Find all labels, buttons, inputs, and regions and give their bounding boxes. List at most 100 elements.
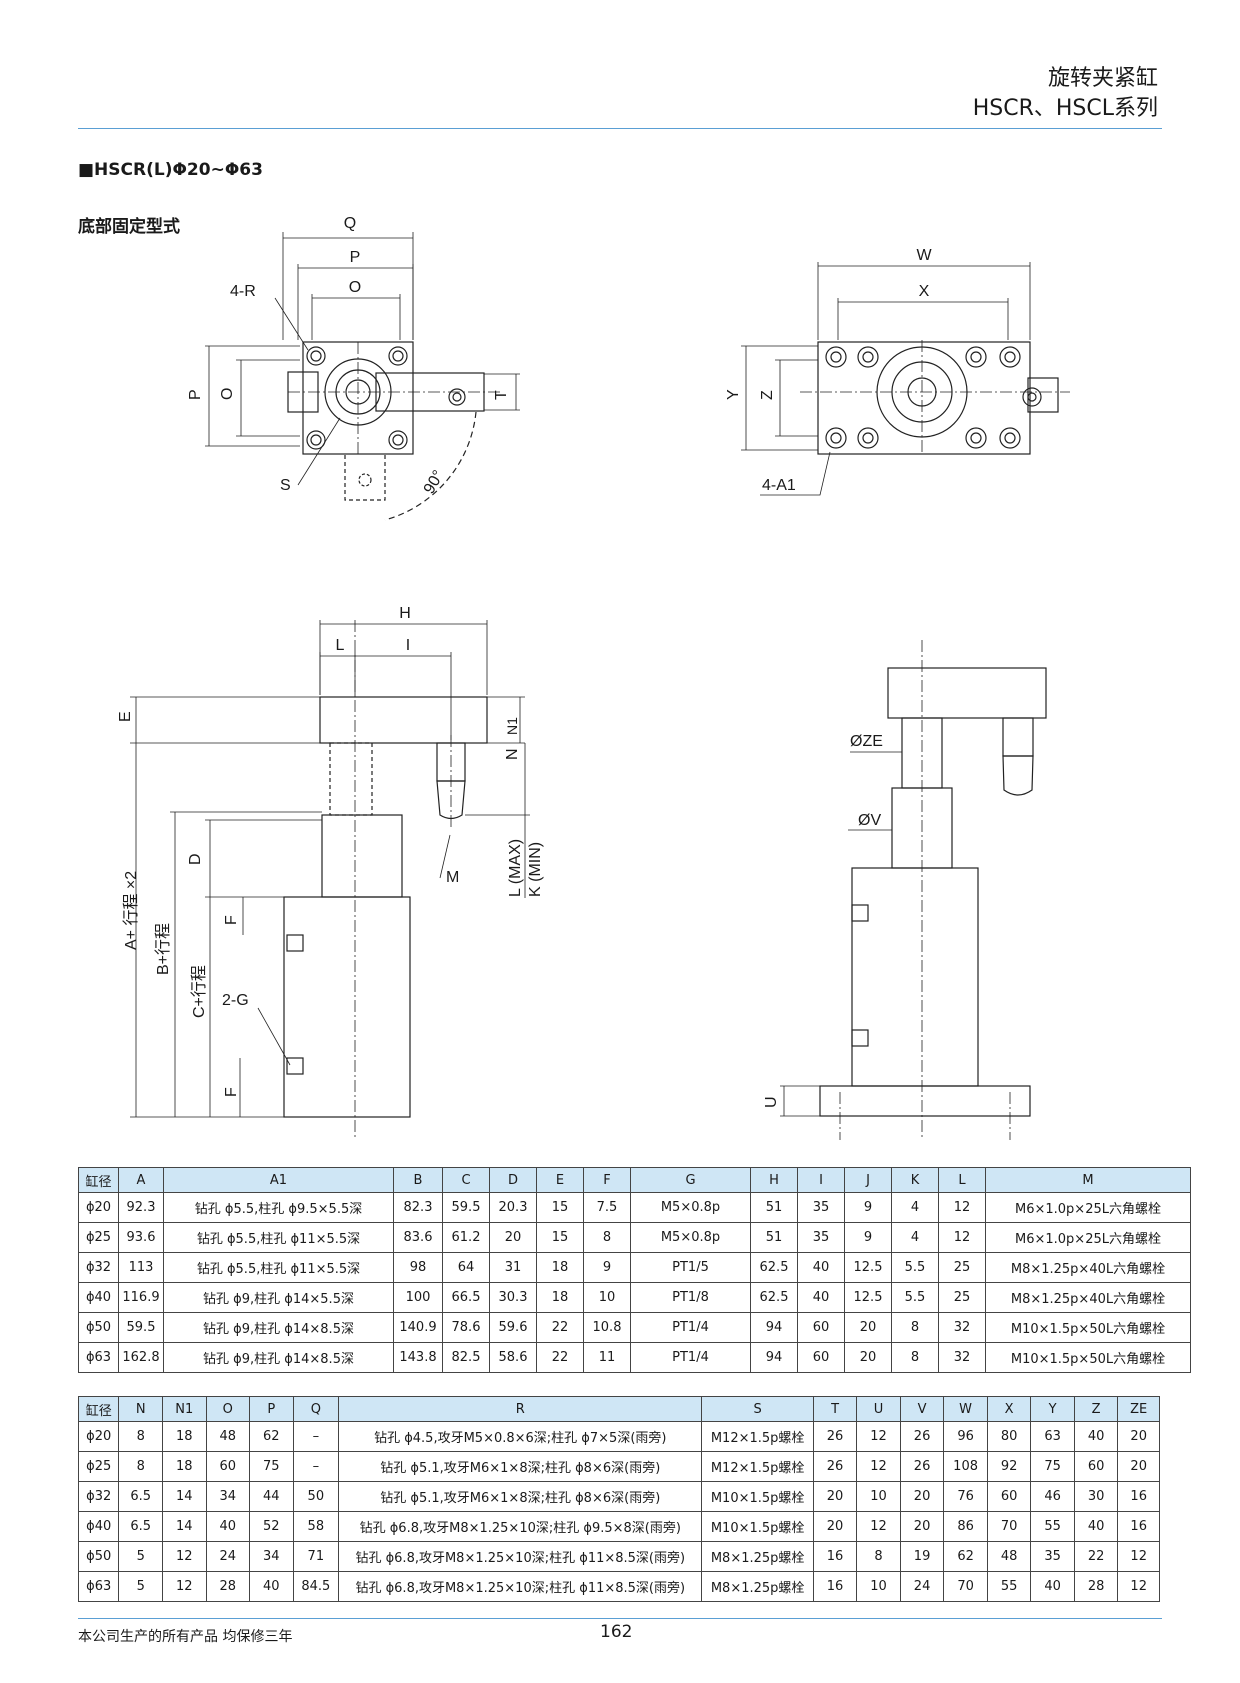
label-k-min: K (MIN) xyxy=(527,842,544,897)
table-cell: 7.5 xyxy=(583,1192,631,1223)
elevation-view-left xyxy=(130,620,530,1140)
plan-view-left xyxy=(205,232,520,521)
column-header: I xyxy=(797,1167,845,1193)
table-cell: 35 xyxy=(797,1192,845,1223)
table-cell: – xyxy=(292,1451,340,1482)
table-cell: 24 xyxy=(205,1541,251,1572)
label-a-stroke: A+ 行程 ×2 xyxy=(122,871,140,950)
table-cell: 58.6 xyxy=(489,1342,537,1373)
table-cell: 71 xyxy=(292,1541,340,1572)
column-header: A xyxy=(118,1167,164,1193)
table-cell: 140.9 xyxy=(393,1312,443,1343)
table-cell: 32 xyxy=(938,1312,986,1343)
table-cell: 6.5 xyxy=(118,1511,163,1542)
table-cell: 50 xyxy=(292,1481,340,1512)
table-cell: 20 xyxy=(844,1342,892,1373)
table-cell: ϕ50 xyxy=(78,1312,119,1343)
table-cell: ϕ63 xyxy=(78,1342,119,1373)
column-header: A1 xyxy=(163,1167,394,1193)
label-f-top: F xyxy=(223,915,240,925)
table-cell: 30 xyxy=(1073,1481,1119,1512)
table-cell: M8×1.25p×40L六角螺栓 xyxy=(985,1282,1191,1313)
table-cell: 86 xyxy=(943,1511,988,1542)
label-2g: 2-G xyxy=(222,992,249,1009)
table-cell: 12 xyxy=(856,1451,901,1482)
label-l: L xyxy=(336,637,345,654)
table-cell: 113 xyxy=(118,1252,164,1283)
table-cell: 62 xyxy=(943,1541,988,1572)
table-cell: 5 xyxy=(118,1571,163,1602)
table-cell: 18 xyxy=(162,1421,207,1452)
table-cell: 34 xyxy=(205,1481,251,1512)
table-cell: 60 xyxy=(1073,1451,1119,1482)
table-cell: 钻孔 ϕ5.5,柱孔 ϕ11×5.5深 xyxy=(163,1252,394,1283)
table-cell: 40 xyxy=(249,1571,294,1602)
table-cell: 22 xyxy=(1073,1541,1119,1572)
table-cell: 35 xyxy=(1030,1541,1075,1572)
table-cell: 84.5 xyxy=(292,1571,340,1602)
table-cell: 35 xyxy=(797,1222,845,1253)
table-cell: 62.5 xyxy=(750,1252,798,1283)
table-cell: 40 xyxy=(797,1282,845,1313)
label-e: E xyxy=(117,711,134,722)
table-cell: M8×1.25p×40L六角螺栓 xyxy=(985,1252,1191,1283)
table-cell: 18 xyxy=(536,1282,584,1313)
table-cell: 52 xyxy=(249,1511,294,1542)
column-header: Y xyxy=(1030,1396,1075,1422)
header-divider xyxy=(78,128,1162,129)
table-cell: M8×1.25p螺栓 xyxy=(701,1541,814,1572)
label-t: T xyxy=(493,390,510,400)
table-cell: 70 xyxy=(986,1511,1032,1542)
table-cell: 61.2 xyxy=(442,1222,490,1253)
table-cell: 66.5 xyxy=(442,1282,490,1313)
table-cell: 58 xyxy=(292,1511,340,1542)
table-cell: 18 xyxy=(162,1451,207,1482)
label-n1: N1 xyxy=(504,717,520,735)
table-cell: 15 xyxy=(536,1222,584,1253)
column-header: G xyxy=(630,1167,751,1193)
table-cell: 8 xyxy=(118,1451,163,1482)
table-cell: 12 xyxy=(856,1511,901,1542)
table-cell: 12 xyxy=(162,1541,207,1572)
table-cell: 10.8 xyxy=(583,1312,631,1343)
table-cell: 28 xyxy=(1073,1571,1119,1602)
table-cell: 25 xyxy=(938,1282,986,1313)
table-cell: 51 xyxy=(750,1222,798,1253)
table-cell: 64 xyxy=(442,1252,490,1283)
table-cell: M12×1.5p螺栓 xyxy=(701,1451,814,1482)
table-cell: 116.9 xyxy=(118,1282,164,1313)
column-header: N1 xyxy=(162,1396,207,1422)
table-cell: ϕ50 xyxy=(77,1541,120,1572)
table-cell: 63 xyxy=(1030,1421,1075,1452)
table-cell: 钻孔 ϕ9,柱孔 ϕ14×8.5深 xyxy=(163,1312,394,1343)
table-cell: 20 xyxy=(1117,1421,1160,1452)
table-cell: 4 xyxy=(891,1222,939,1253)
section-title: ■HSCR(L)Φ20~Φ63 xyxy=(78,160,263,180)
table-cell: 钻孔 ϕ9,柱孔 ϕ14×8.5深 xyxy=(163,1342,394,1373)
table-cell: PT1/8 xyxy=(630,1282,751,1313)
label-90deg: 90° xyxy=(421,468,448,497)
table-cell: 98 xyxy=(393,1252,443,1283)
table-cell: PT1/5 xyxy=(630,1252,751,1283)
table-cell: 24 xyxy=(899,1571,945,1602)
table-cell: 12 xyxy=(1117,1571,1160,1602)
table-cell: 40 xyxy=(1030,1571,1075,1602)
table-cell: 9 xyxy=(844,1222,892,1253)
column-header: V xyxy=(899,1396,945,1422)
table-cell: 28 xyxy=(205,1571,251,1602)
table-cell: 40 xyxy=(797,1252,845,1283)
table-cell: 钻孔 ϕ5.1,攻牙M6×1×8深;柱孔 ϕ8×6深(雨旁) xyxy=(338,1451,703,1482)
table-cell: 钻孔 ϕ6.8,攻牙M8×1.25×10深;柱孔 ϕ11×8.5深(雨旁) xyxy=(338,1571,703,1602)
table-cell: M10×1.5p螺栓 xyxy=(701,1481,814,1512)
table-cell: 8 xyxy=(856,1541,901,1572)
table-cell: 30.3 xyxy=(489,1282,537,1313)
table-cell: 5 xyxy=(118,1541,163,1572)
column-header: L xyxy=(938,1167,986,1193)
table-cell: 8 xyxy=(583,1222,631,1253)
table-cell: M12×1.5p螺栓 xyxy=(701,1421,814,1452)
column-header: R xyxy=(338,1396,703,1422)
